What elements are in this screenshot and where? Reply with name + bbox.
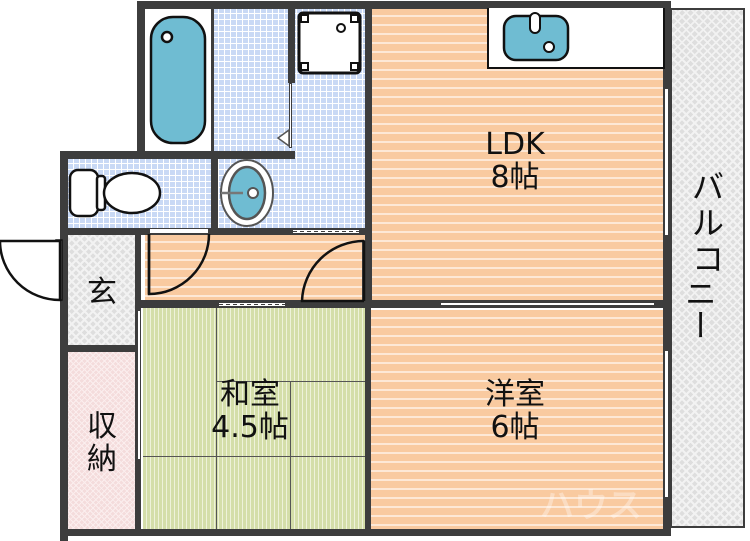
kitchen-sink-icon: [502, 12, 570, 62]
window-balcony-youshitsu[interactable]: [664, 350, 669, 498]
toilet-door-strip[interactable]: [149, 228, 209, 234]
ldk-name: LDK: [485, 127, 545, 162]
youshitsu-label: 洋室 6帖: [455, 378, 575, 444]
youshitsu-name: 洋室: [485, 377, 545, 412]
washitsu-size: 4.5帖: [211, 410, 289, 445]
wall-right: [663, 1, 671, 534]
youshitsu-size: 6帖: [490, 410, 540, 445]
entrance-door-icon[interactable]: [0, 239, 64, 304]
balcony-char: コ: [691, 239, 724, 278]
wall-bath-left: [137, 1, 145, 153]
washing-machine-icon: [297, 11, 362, 75]
wall-bottom: [60, 529, 671, 536]
ldk-door-swing-icon[interactable]: [300, 239, 366, 305]
hallway-floor: [145, 234, 367, 300]
wall-bath-divider: [211, 8, 214, 153]
watermark: ハウス: [540, 486, 642, 526]
washitsu-name: 和室: [220, 377, 280, 412]
tatami-seam: [216, 308, 217, 529]
wall-bath-bottom: [60, 151, 295, 159]
sliding-door-ldk-youshitsu[interactable]: [440, 302, 655, 306]
youshitsu-floor[interactable]: [370, 310, 665, 529]
balcony-char: ニ: [679, 277, 718, 310]
wall-top: [137, 1, 668, 9]
balcony-char: ー: [679, 309, 718, 342]
tatami-seam: [216, 381, 365, 382]
wall-washroom-right: [365, 8, 372, 308]
wall-hall-bottom: [137, 300, 667, 308]
wash-basin-icon: [220, 159, 274, 227]
wall-middle: [365, 300, 371, 535]
bathtub-icon: [149, 15, 207, 145]
balcony-label: バ ル コ ニ ー: [679, 168, 736, 342]
storage-line1: 収: [87, 409, 117, 444]
washroom-strip: [289, 83, 292, 148]
wall-toilet-divider: [211, 158, 218, 233]
ldk-size: 8帖: [490, 160, 540, 195]
wall-laundry: [288, 8, 295, 83]
storage-line2: 納: [87, 442, 117, 477]
genkan-label: 玄: [87, 275, 117, 310]
closet-door-strip[interactable]: [137, 310, 141, 460]
wall-genkan-bottom: [60, 345, 140, 352]
sliding-door-washitsu[interactable]: [218, 302, 286, 307]
washitsu-label: 和室 4.5帖: [185, 378, 315, 444]
storage-floor[interactable]: [68, 352, 135, 529]
bath-door-triangle-icon: [276, 128, 290, 148]
toilet-door-swing-icon[interactable]: [147, 232, 213, 298]
washitsu-floor[interactable]: [143, 308, 365, 529]
storage-label: 収 納: [70, 410, 134, 476]
window-balcony-ldk[interactable]: [664, 88, 669, 236]
sliding-door-washroom[interactable]: [292, 229, 360, 234]
genkan-floor[interactable]: [68, 234, 135, 347]
tatami-seam: [290, 381, 291, 529]
balcony-floor[interactable]: [670, 8, 745, 528]
tatami-seam: [143, 456, 365, 457]
balcony-char: ル: [691, 203, 724, 242]
balcony-char: バ: [691, 168, 724, 206]
ldk-label: LDK 8帖: [455, 128, 575, 194]
toilet-icon: [68, 168, 162, 218]
